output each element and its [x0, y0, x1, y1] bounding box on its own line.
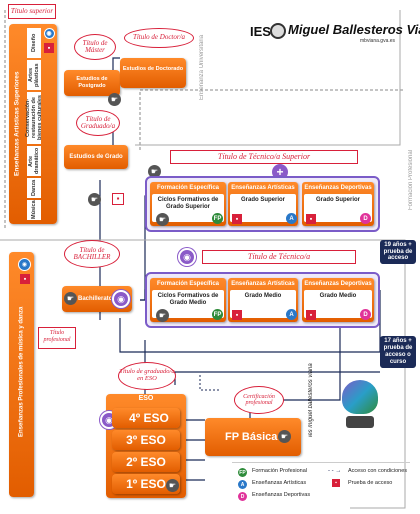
fp-badge-icon: FP	[212, 213, 223, 224]
eso-grade-2[interactable]: 2º ESO	[112, 452, 180, 472]
legend-artisticas-label: Enseñanzas Artísticas	[252, 480, 307, 486]
titulo-bachiller-pill: Título de BACHILLER	[64, 240, 120, 268]
legend-artisticas-icon: A	[238, 480, 247, 489]
eso-grade-1[interactable]: 1º ESO	[112, 474, 180, 494]
legend-conditions-label: Acceso con condiciones	[348, 468, 408, 474]
footer-logo-emblem-icon	[342, 380, 378, 414]
hand-icon[interactable]: ☛	[166, 479, 179, 492]
titulo-graduado-pill: Título de Graduado/a	[76, 110, 120, 136]
side-icons: ◉ ▪	[43, 28, 55, 220]
legend-arrow-icon: - - →	[328, 468, 342, 474]
access-19-note: 19 años + prueba de acceso	[380, 240, 416, 264]
prueba-acceso-icon: ▪	[306, 214, 316, 224]
legend-fp-label: Formación Profesional	[252, 468, 308, 474]
footer-logo-base-icon	[346, 416, 374, 428]
prueba-acceso-icon: ▪	[232, 214, 242, 224]
titulo-master-pill: Título de Máster	[74, 34, 116, 60]
medio-artisticas-head: Enseñanzas Artísticas	[231, 281, 295, 287]
fp-label: Formación Profesional	[408, 149, 414, 211]
artisticas-badge-icon: A	[286, 213, 297, 224]
superior-fp-head: Formación Específica	[156, 185, 220, 191]
prueba-acceso-icon: ▪	[112, 193, 124, 205]
eye-icon[interactable]: ◉	[43, 28, 55, 39]
legend-fp-icon: FP	[238, 468, 247, 477]
certificacion-profesional-pill: Certificación profesional	[234, 386, 284, 414]
titulo-graduado-eso-pill: Título de graduado/a en ESO	[118, 362, 176, 390]
artisticas-badge-icon: A	[286, 309, 297, 320]
logo-url: mbviana.gva.es	[360, 38, 396, 44]
titulo-superior-label: Título superior	[8, 4, 56, 19]
profesionales-title: Enseñanzas Profesionales de música y dan…	[18, 306, 25, 438]
eso-header: ESO	[138, 395, 154, 402]
legend-deportivas-icon: D	[238, 492, 247, 501]
titulo-doctor-pill: Título de Doctor/a	[124, 28, 194, 48]
profesionales-block: Enseñanzas Profesionales de música y dan…	[9, 252, 34, 497]
hand-icon[interactable]: ☛	[156, 213, 169, 226]
superior-artisticas-head: Enseñanzas Artísticas	[231, 185, 295, 191]
item-danza: Danza	[27, 178, 41, 198]
item-musica: Música	[27, 200, 41, 220]
deportivas-badge-icon: D	[360, 213, 371, 224]
grado-box[interactable]: Estudios de Grado	[64, 145, 128, 169]
artisticas-superiores-block: Enseñanzas Artísticas Superiores Diseño …	[9, 24, 57, 224]
footer-logo-text: ies miguel ballesteros viana	[308, 363, 314, 437]
hand-icon[interactable]: ☛	[108, 93, 121, 106]
eye-icon[interactable]: ◉	[18, 258, 31, 271]
prueba-acceso-icon: ▪	[20, 274, 30, 284]
medio-fp-head: Formación Específica	[156, 281, 220, 287]
titulo-tecnico-superior: Título de Técnico/a Superior	[170, 150, 358, 164]
eye-icon[interactable]: ◉	[178, 248, 196, 266]
school-logo: IES Miguel Ballesteros Viana mbviana.gva…	[250, 22, 420, 48]
deportivas-badge-icon: D	[360, 309, 371, 320]
hand-icon[interactable]: ☛	[148, 165, 161, 178]
logo-prefix: IES	[250, 24, 271, 39]
titulo-profesional-label: Título profesional	[38, 327, 76, 349]
prueba-acceso-icon: ▪	[232, 310, 242, 320]
universitaria-label: Enseñanza Universitaria	[199, 34, 205, 100]
fp-basica-box[interactable]: FP Básica	[205, 418, 301, 456]
fp-badge-icon: FP	[212, 309, 223, 320]
item-artes-plasticas: Artes plásticas	[27, 60, 41, 90]
eso-grade-4[interactable]: 4º ESO	[112, 408, 180, 428]
item-conservacion: Conservación-restauración de bienes cult…	[25, 92, 43, 144]
prueba-acceso-icon: ▪	[306, 310, 316, 320]
prueba-acceso-icon: ▪	[44, 43, 54, 53]
item-diseno: Diseño	[27, 28, 41, 58]
legend-prueba-label: Prueba de acceso	[348, 480, 393, 486]
legend-deportivas-label: Enseñanzas Deportivas	[252, 492, 311, 498]
legend: FP Formación Profesional A Enseñanzas Ar…	[232, 462, 410, 506]
access-17-note: 17 años + prueba de acceso o curso	[380, 336, 416, 368]
item-arte-dramatico: Arte dramático	[27, 146, 41, 176]
titulo-tecnico: Título de Técnico/a	[202, 250, 356, 264]
doctorado-box[interactable]: Estudios de Doctorado	[120, 58, 186, 88]
superior-deportivas-head: Enseñanzas Deportivas	[304, 185, 372, 191]
artisticas-superiores-title: Enseñanzas Artísticas Superiores	[13, 71, 21, 177]
eye-icon[interactable]: ◉	[112, 290, 130, 308]
logo-name: Miguel Ballesteros Viana	[288, 22, 420, 37]
hand-icon[interactable]: ☛	[278, 430, 291, 443]
postgrado-box[interactable]: Estudios de Postgrado	[64, 70, 120, 96]
logo-emblem-icon	[270, 23, 286, 39]
ies-footer-logo	[328, 370, 388, 436]
hand-icon[interactable]: ☛	[64, 292, 77, 305]
hand-icon[interactable]: ☛	[88, 193, 101, 206]
eso-grade-3[interactable]: 3º ESO	[112, 430, 180, 450]
medio-deportivas-head: Enseñanzas Deportivas	[304, 281, 372, 287]
hand-icon[interactable]: ☛	[156, 309, 169, 322]
legend-prueba-icon: ▪	[332, 479, 340, 487]
